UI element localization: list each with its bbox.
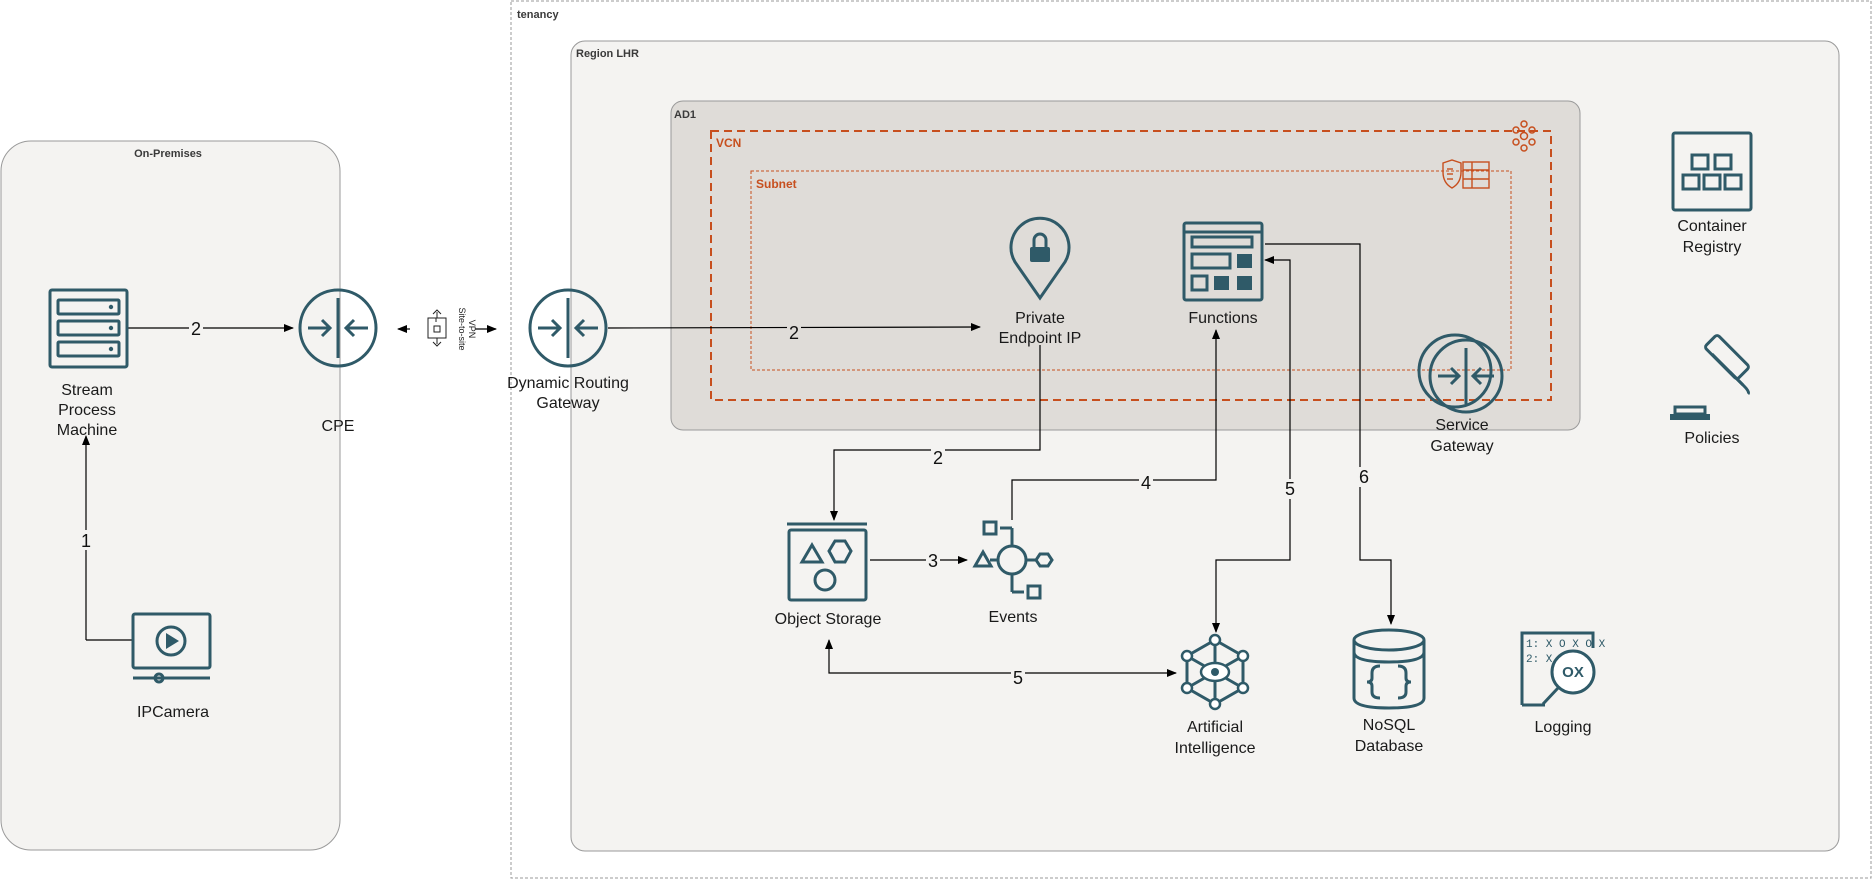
object-storage-node[interactable]: Object Storage bbox=[775, 522, 882, 628]
cpe-node[interactable]: CPE bbox=[298, 288, 378, 435]
subnet-group: Subnet bbox=[750, 159, 1512, 371]
nosql-node[interactable]: NoSQL Database bbox=[1352, 628, 1426, 755]
stream-process-machine-node[interactable]: Stream Process Machine bbox=[48, 288, 129, 439]
edge-labels: 1 2 2 2 3 4 5 5 6 bbox=[79, 318, 1371, 688]
nosql-label-2: Database bbox=[1355, 738, 1424, 755]
sgw-label-2: Gateway bbox=[1430, 438, 1493, 455]
container-registry-node[interactable]: Container Registry bbox=[1671, 131, 1753, 256]
edge-label-2b: 2 bbox=[789, 323, 799, 343]
ipcamera-node[interactable]: IPCamera bbox=[131, 612, 212, 721]
server-icon bbox=[48, 288, 129, 369]
stream-label-2: Process bbox=[58, 402, 116, 419]
bucket-icon bbox=[787, 522, 868, 602]
edge-label-2a: 2 bbox=[191, 319, 201, 339]
edge-functions-ai bbox=[1212, 256, 1291, 633]
logging-node[interactable]: 1: X O X O X 2: X OX Logging bbox=[1520, 631, 1606, 736]
ad-group: AD1 bbox=[670, 100, 1581, 431]
drg-label-1: Dynamic Routing bbox=[507, 375, 629, 392]
functions-node[interactable]: Functions bbox=[1182, 221, 1264, 327]
events-node[interactable]: Events bbox=[972, 520, 1054, 626]
edge-label-5b: 5 bbox=[1013, 668, 1023, 688]
drg-label-2: Gateway bbox=[536, 395, 599, 412]
ipcamera-label: IPCamera bbox=[137, 704, 209, 721]
pep-label-2: Endpoint IP bbox=[999, 330, 1082, 347]
objstorage-label: Object Storage bbox=[775, 611, 882, 628]
service-gateway-node[interactable]: Service Gateway bbox=[1417, 333, 1504, 455]
policies-label: Policies bbox=[1684, 430, 1739, 447]
edge-label-3: 3 bbox=[928, 551, 938, 571]
drg-node[interactable]: Dynamic Routing Gateway bbox=[507, 288, 629, 412]
service-gateway-icon bbox=[1417, 333, 1504, 414]
ai-label-1: Artificial bbox=[1187, 719, 1243, 736]
database-icon bbox=[1352, 628, 1426, 710]
edge-label-6: 6 bbox=[1359, 467, 1369, 487]
region-label: Region LHR bbox=[576, 48, 639, 60]
registry-label-1: Container bbox=[1677, 218, 1747, 235]
functions-icon bbox=[1182, 221, 1264, 302]
edge-label-2c: 2 bbox=[933, 448, 943, 468]
router-icon bbox=[298, 288, 378, 368]
edge-label-4: 4 bbox=[1141, 473, 1151, 493]
container-registry-icon bbox=[1671, 131, 1753, 212]
vcn-icon bbox=[1512, 120, 1536, 152]
logging-label: Logging bbox=[1535, 719, 1592, 736]
onprem-label: On-Premises bbox=[134, 148, 202, 160]
router-icon bbox=[528, 288, 608, 368]
vpn-node[interactable]: Site-to-site VPN bbox=[427, 307, 477, 351]
pep-label-1: Private bbox=[1015, 310, 1065, 327]
vcn-label: VCN bbox=[716, 136, 741, 150]
vpn-label-2: VPN bbox=[467, 320, 477, 339]
security-list-icon bbox=[1442, 159, 1462, 189]
private-endpoint-node[interactable]: Private Endpoint IP bbox=[999, 216, 1082, 347]
vpn-label-1: Site-to-site bbox=[457, 307, 467, 350]
events-label: Events bbox=[989, 609, 1038, 626]
gavel-icon bbox=[1670, 334, 1750, 420]
subnet-label: Subnet bbox=[756, 177, 797, 191]
policies-node[interactable]: Policies bbox=[1670, 334, 1750, 447]
edge-label-1: 1 bbox=[81, 531, 91, 551]
vpn-lock-icon bbox=[427, 309, 447, 347]
ai-node[interactable]: Artificial Intelligence bbox=[1175, 633, 1256, 757]
sgw-label-1: Service bbox=[1435, 417, 1488, 434]
functions-label: Functions bbox=[1188, 310, 1257, 327]
stream-label-1: Stream bbox=[61, 382, 113, 399]
ai-network-icon bbox=[1180, 633, 1250, 711]
camera-icon bbox=[131, 612, 212, 684]
tenancy-label: tenancy bbox=[517, 9, 559, 21]
location-lock-icon bbox=[1009, 216, 1071, 301]
route-table-icon bbox=[1462, 161, 1490, 189]
nosql-label-1: NoSQL bbox=[1363, 717, 1416, 734]
ad-label: AD1 bbox=[674, 109, 696, 121]
onprem-group: On-Premises bbox=[0, 140, 341, 851]
edge-label-5a: 5 bbox=[1285, 479, 1295, 499]
tenancy-group: tenancy bbox=[510, 0, 1872, 879]
logging-icon: 1: X O X O X 2: X OX bbox=[1520, 631, 1606, 707]
events-icon bbox=[972, 520, 1054, 600]
edge-ai-objstorage bbox=[825, 639, 1177, 677]
stream-label-3: Machine bbox=[57, 422, 118, 439]
registry-label-2: Registry bbox=[1683, 239, 1742, 256]
svg-text:1: X O X O X: 1: X O X O X bbox=[1526, 639, 1606, 651]
edge-functions-nosql bbox=[1265, 243, 1395, 625]
vcn-group: VCN bbox=[710, 120, 1552, 401]
svg-text:2: X: 2: X bbox=[1526, 654, 1553, 666]
svg-text:OX: OX bbox=[1562, 664, 1584, 681]
cpe-label: CPE bbox=[322, 418, 355, 435]
ai-label-2: Intelligence bbox=[1175, 740, 1256, 757]
